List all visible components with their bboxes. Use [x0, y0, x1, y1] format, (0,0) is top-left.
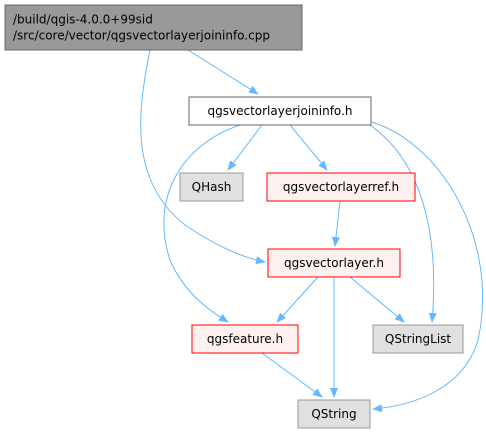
edge-joininfo-h-to-feature-h: [163, 124, 241, 323]
edge-root-to-vectorlayer-h: [140, 49, 266, 265]
edge-feature-h-to-qstring: [261, 352, 323, 398]
node-box: [297, 399, 371, 429]
edge-joininfo-h-to-qstring: [367, 120, 483, 413]
node-label: QHash: [192, 180, 232, 194]
node-label: qgsvectorlayerref.h: [283, 180, 399, 194]
edge-joininfo-h-to-layerref-h: [289, 124, 328, 171]
node-label: qgsvectorlayerjoininfo.h: [208, 104, 353, 118]
edge-vectorlayer-h-to-feature-h: [276, 276, 319, 323]
node-vectorlayer-h[interactable]: qgsvectorlayer.h: [267, 248, 401, 278]
node-label: /build/qgis-4.0.0+99sid: [13, 13, 153, 27]
node-layerref-h[interactable]: qgsvectorlayerref.h: [266, 172, 416, 202]
nodes-layer: /build/qgis-4.0.0+99sid/src/core/vector/…: [4, 4, 464, 429]
node-box: [179, 172, 244, 202]
node-box: [191, 324, 299, 354]
node-box: [188, 96, 372, 126]
node-label: qgsvectorlayer.h: [284, 256, 384, 270]
node-label: /src/core/vector/qgsvectorlayerjoininfo.…: [13, 29, 270, 43]
edges-layer: [140, 49, 483, 413]
node-label: QStringList: [385, 332, 452, 346]
node-box: [4, 4, 303, 51]
node-box: [372, 324, 464, 354]
edge-root-to-joininfo-h: [187, 49, 259, 95]
edge-joininfo-h-to-qstringlist: [369, 124, 437, 323]
node-feature-h[interactable]: qgsfeature.h: [191, 324, 299, 354]
node-label: qgsfeature.h: [207, 332, 283, 346]
node-box: [266, 172, 416, 202]
edge-vectorlayer-h-to-qstringlist: [349, 276, 405, 323]
edge-layerref-h-to-vectorlayer-h: [332, 200, 341, 247]
node-box: [267, 248, 401, 278]
node-qhash[interactable]: QHash: [179, 172, 244, 202]
node-label: QString: [311, 407, 356, 421]
edge-joininfo-h-to-qhash: [227, 124, 263, 171]
node-joininfo-h[interactable]: qgsvectorlayerjoininfo.h: [188, 96, 372, 126]
node-root[interactable]: /build/qgis-4.0.0+99sid/src/core/vector/…: [4, 4, 303, 51]
node-qstring[interactable]: QString: [297, 399, 371, 429]
node-qstringlist[interactable]: QStringList: [372, 324, 464, 354]
